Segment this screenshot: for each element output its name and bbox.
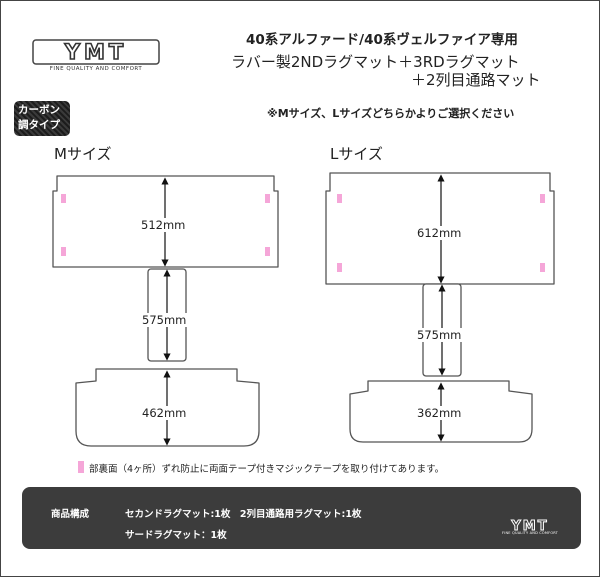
ymt-logo-mark: YMT xyxy=(32,39,160,65)
contents-label: 商品構成 xyxy=(51,509,90,520)
m-fastener-marker xyxy=(265,247,270,256)
m-fastener-marker xyxy=(61,247,66,256)
contents-line-1: セカンドラグマット:1枚 2列目通路用ラグマット:1枚 xyxy=(125,509,362,520)
footer-logo-mark: YMT xyxy=(510,519,548,535)
size-m-heading: Mサイズ xyxy=(54,145,112,163)
l-fastener-marker xyxy=(540,263,545,272)
product-contents-panel: 商品構成 セカンドラグマット:1枚 2列目通路用ラグマット:1枚 サードラグマッ… xyxy=(22,487,581,549)
m-second-row-dimension: 512mm xyxy=(140,218,187,232)
l-fastener-marker xyxy=(337,194,342,203)
footer-logo-tagline: FINE QUALITY AND COMFORT xyxy=(502,531,558,535)
l-fastener-marker xyxy=(540,194,545,203)
title-line-3: ＋2列目通路マット xyxy=(411,71,541,89)
l-third-row-dimension: 362mm xyxy=(416,406,463,420)
title-line-2: ラバー製2NDラグマット＋3RDラグマット xyxy=(231,53,520,71)
brand-logo: YMT FINE QUALITY AND COMFORT xyxy=(32,37,160,76)
size-l-heading: Lサイズ xyxy=(330,145,383,163)
carbon-type-badge: カーボン 調タイプ xyxy=(14,101,70,136)
footer-logo-text: YMT xyxy=(510,519,548,532)
footer-logo: YMT FINE QUALITY AND COMFORT xyxy=(500,517,560,539)
m-aisle-dimension: 575mm xyxy=(141,313,188,327)
m-fastener-marker xyxy=(265,194,270,203)
title-line-1: 40系アルファード/40系ヴェルファイア専用 xyxy=(246,32,518,48)
m-fastener-marker xyxy=(61,194,66,203)
badge-line-1: カーボン xyxy=(18,104,60,116)
logo-tagline: FINE QUALITY AND COMFORT xyxy=(49,66,143,72)
badge-line-2: 調タイプ xyxy=(18,119,60,131)
logo-text: YMT xyxy=(64,40,127,64)
contents-line-2: サードラグマット：1枚 xyxy=(125,530,227,541)
m-third-row-dimension: 462mm xyxy=(141,406,188,420)
fastener-note: 部裏面（4ヶ所）ずれ防止に両面テープ付きマジックテープを取り付けてあります。 xyxy=(89,464,445,475)
l-fastener-marker xyxy=(337,263,342,272)
l-aisle-dimension: 575mm xyxy=(416,328,463,342)
l-second-row-dimension: 612mm xyxy=(416,226,463,240)
size-selection-notice: ※Mサイズ、Lサイズどちらかよりご選択ください xyxy=(267,107,515,120)
fastener-legend-marker xyxy=(78,461,84,473)
